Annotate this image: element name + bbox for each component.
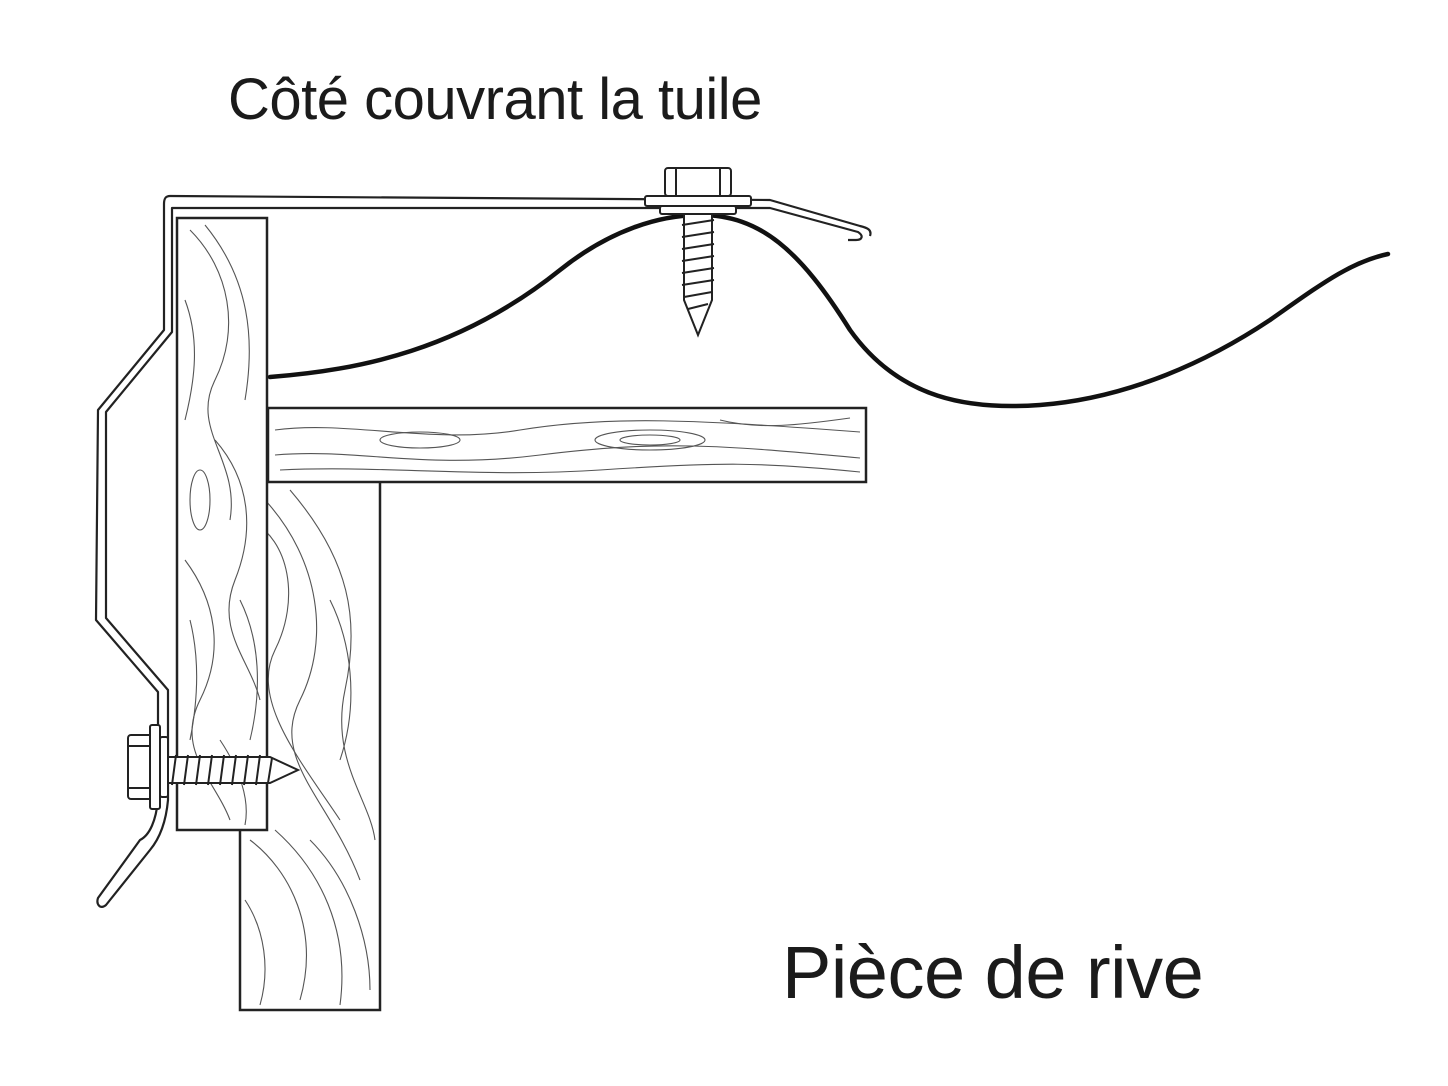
edge-flashing	[94, 194, 872, 908]
tile-profile	[267, 212, 1391, 409]
fascia-board	[175, 216, 269, 832]
top-screw-icon	[644, 167, 752, 338]
horizontal-batten	[266, 406, 868, 484]
bottom-label: Pièce de rive	[782, 931, 1204, 1014]
top-label: Côté couvrant la tuile	[228, 67, 762, 132]
side-screw-icon	[127, 724, 301, 810]
